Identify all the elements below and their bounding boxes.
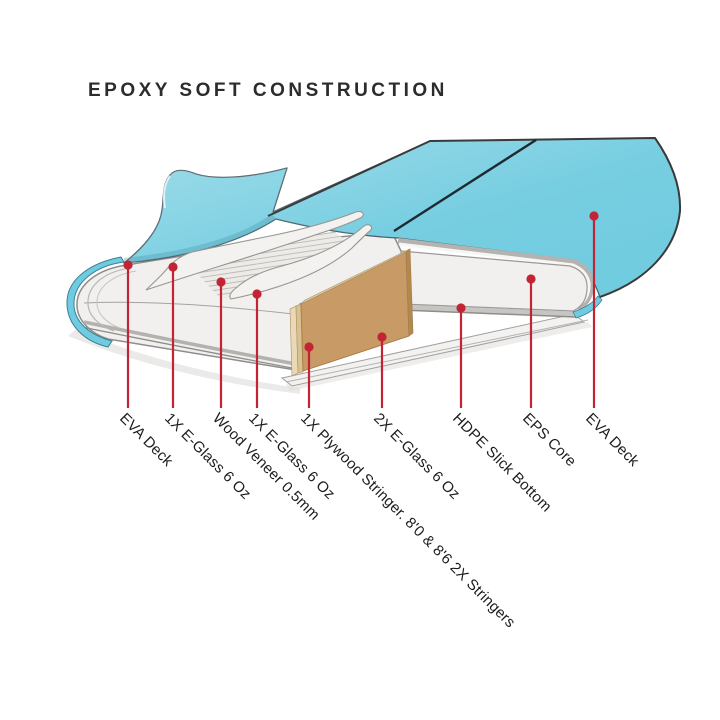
flap-underside-shade <box>124 214 276 263</box>
callout-dot <box>456 303 466 313</box>
flap-curl-highlight <box>163 175 171 209</box>
eva-rail-wrap-left <box>66 256 125 348</box>
callout-eglass-mid <box>252 289 262 408</box>
deck-seam-line <box>393 138 537 233</box>
callout-dot <box>168 262 178 272</box>
callout-hdpe-bottom <box>456 303 466 408</box>
eglass-sheet-lower <box>229 224 373 300</box>
callout-labels: EVA Deck 1X E-Glass 6 Oz Wood Veneer 0.5… <box>116 410 642 631</box>
callout-eps-core <box>526 274 536 408</box>
callout-dot <box>589 211 599 221</box>
callout-plywood-stringer <box>304 342 314 408</box>
callout-dot <box>252 289 262 299</box>
callout-eglass-top <box>168 262 178 408</box>
callout-dot <box>377 332 387 342</box>
callout-lines <box>123 211 599 408</box>
callout-eva-deck-left <box>123 260 133 408</box>
eva-deck-layer <box>123 137 682 298</box>
callout-dot <box>216 277 226 287</box>
callout-eglass-bottom <box>377 332 387 408</box>
callout-eva-deck-right <box>589 211 599 408</box>
page-title: EPOXY SOFT CONSTRUCTION <box>88 80 448 101</box>
callout-dot <box>526 274 536 284</box>
label-eva-deck-right: EVA Deck <box>582 410 642 470</box>
label-eps-core: EPS Core <box>519 410 579 470</box>
callout-dot <box>123 260 133 270</box>
deck-outer-edge <box>267 137 682 298</box>
callout-wood-veneer <box>216 277 226 408</box>
bottom-glass-sheet <box>280 313 589 387</box>
callout-dot <box>304 342 314 352</box>
eps-core-face <box>400 250 588 312</box>
